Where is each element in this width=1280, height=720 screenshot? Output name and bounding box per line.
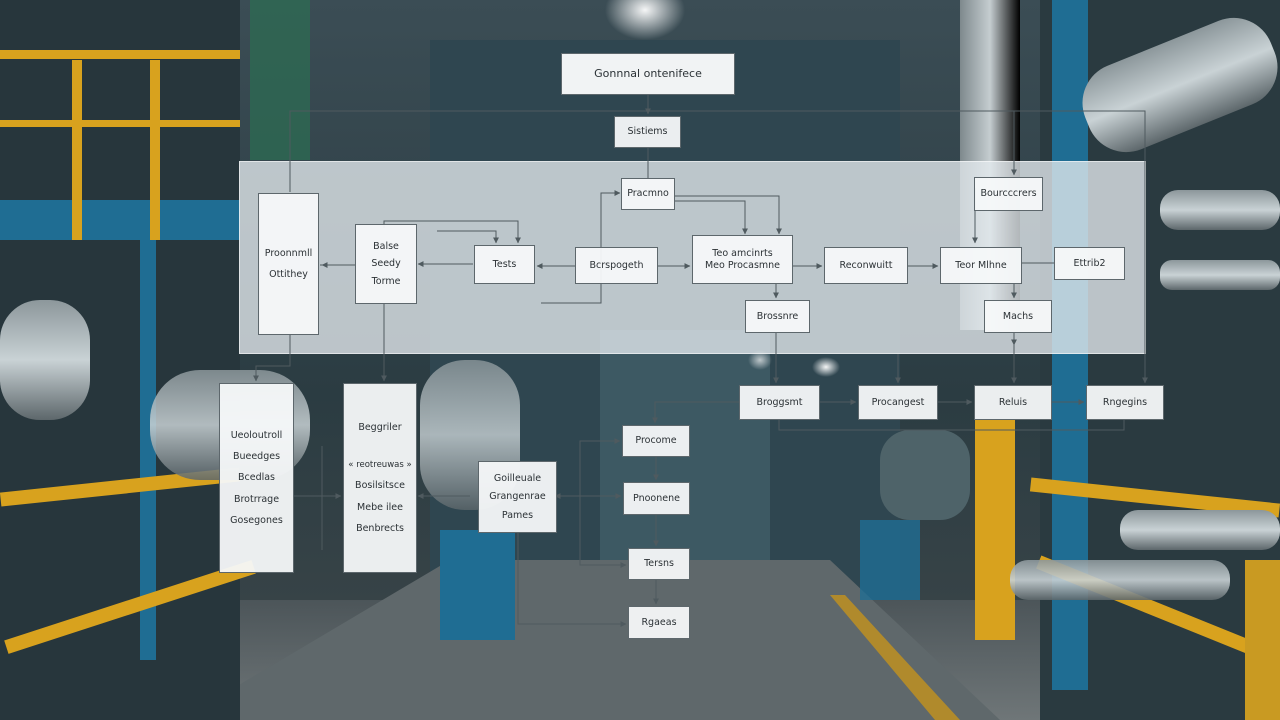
node-beggriler-line4: Mebe ilee [357, 501, 403, 513]
node-sistiems: Sistiems [614, 116, 681, 148]
node-tersns: Tersns [628, 548, 690, 580]
node-procome: Procome [622, 425, 690, 457]
node-reconwuitt: Reconwuitt [824, 247, 908, 284]
node-balse-line2: Seedy [371, 258, 401, 270]
node-proonnmll-line1: Proonnmll [264, 247, 313, 259]
node-rngegins: Rngegins [1086, 385, 1164, 420]
node-beggriler-line2: « reotreuwas » [348, 460, 412, 471]
node-procasmne-line2: Meo Procasmne [704, 259, 781, 271]
node-grangenrae-line1: Goilleuale [493, 472, 542, 484]
node-ueoloutroll-line4: Brotrrage [233, 493, 280, 505]
node-ueoloutroll-line5: Gosegones [230, 515, 283, 527]
node-balse-line3: Torme [371, 275, 401, 287]
node-balse-line1: Balse [373, 240, 399, 252]
node-tests: Tests [474, 245, 535, 284]
node-pracmno: Pracmno [621, 178, 675, 210]
node-machs: Machs [984, 300, 1052, 333]
node-beggriler-line5: Benbrects [356, 522, 404, 534]
node-procasmne-line1: Teo amcinrts [712, 248, 773, 260]
node-balse: Balse Seedy Torme [355, 224, 417, 304]
node-ueoloutroll-line2: Bueedges [232, 450, 281, 462]
node-rgaeas: Rgaeas [628, 606, 690, 639]
node-grangenrae-line3: Pames [501, 509, 534, 521]
node-bourcccrers: Bourcccrers [974, 177, 1043, 211]
node-grangenrae-line2: Grangenrae [489, 491, 546, 503]
node-beggriler-line3: Bosilsitsce [355, 480, 405, 492]
node-procangest: Procangest [858, 385, 938, 420]
node-broggsmt: Broggsmt [739, 385, 820, 420]
node-reluis: Reluis [974, 385, 1052, 420]
node-ettrib2: Ettrib2 [1054, 247, 1125, 280]
node-ueoloutroll-line1: Ueoloutroll [230, 429, 283, 441]
node-beggriler-line1: Beggriler [358, 421, 402, 433]
node-pnoonene: Pnoonene [623, 482, 690, 515]
node-proonnmll: Proonnmll Ottithey [258, 193, 319, 335]
node-beggriler: Beggriler « reotreuwas » Bosilsitsce Meb… [343, 383, 417, 573]
node-ueoloutroll: Ueoloutroll Bueedges Bcedlas Brotrrage G… [219, 383, 294, 573]
node-grangenrae: Goilleuale Grangenrae Pames [478, 461, 557, 533]
node-teor-mlhne: Teor Mlhne [940, 247, 1022, 284]
node-brossnre: Brossnre [745, 300, 810, 333]
node-procasmne: Teo amcinrts Meo Procasmne [692, 235, 793, 284]
node-ueoloutroll-line3: Bcedlas [237, 472, 276, 484]
diagram-title: Gonnnal ontenifece [561, 53, 735, 95]
node-bcrspogeth: Bcrspogeth [575, 247, 658, 284]
node-proonnmll-line2: Ottithey [269, 269, 308, 280]
